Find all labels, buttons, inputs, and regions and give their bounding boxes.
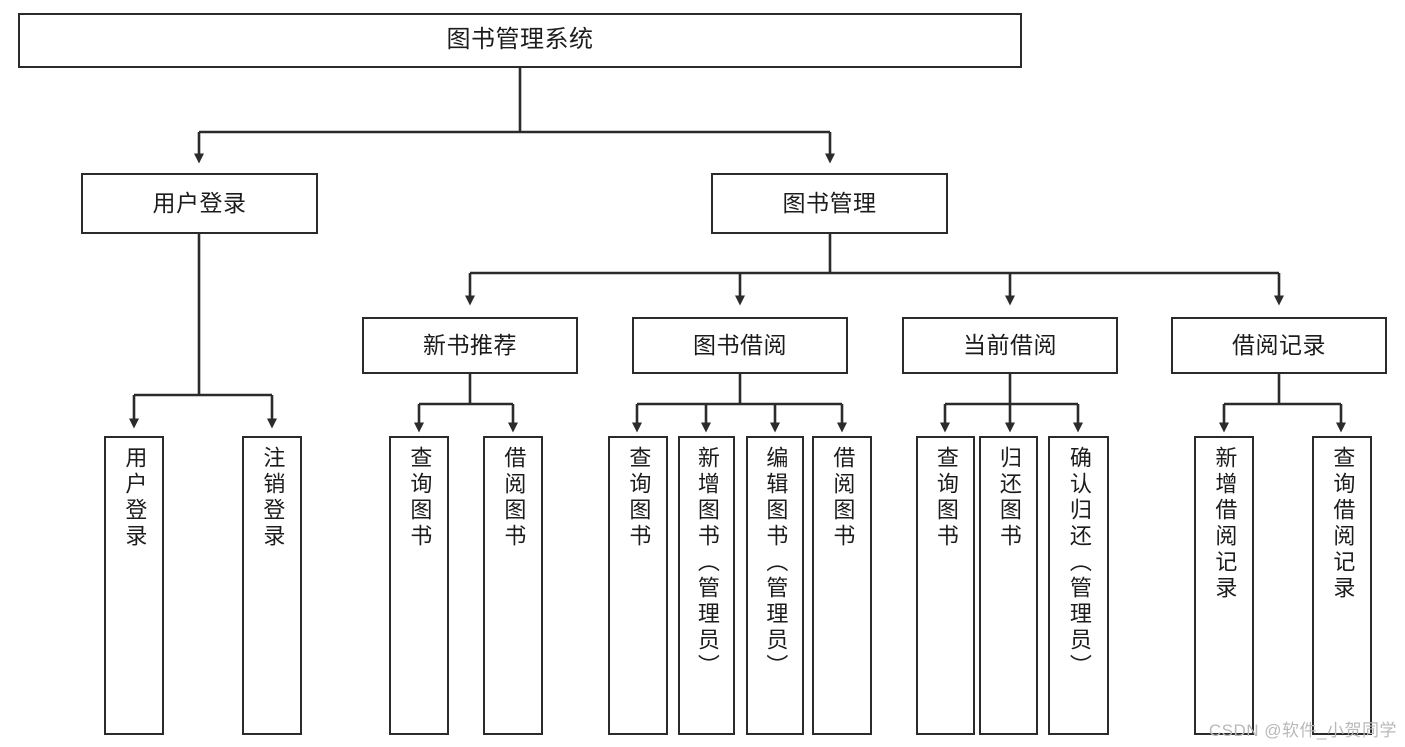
node-root-system[interactable]: 图书管理系统 (18, 13, 1022, 68)
node-leaf-borrow-book-1[interactable]: 借阅图书 (483, 436, 543, 735)
node-label: 图书管理系统 (446, 26, 594, 54)
node-label: 查询借阅记录 (1330, 446, 1356, 602)
node-label: 注销登录 (260, 446, 286, 550)
node-label: 新增借阅记录 (1212, 446, 1238, 602)
node-leaf-user-login[interactable]: 用户登录 (104, 436, 164, 735)
node-label: 确认归还（管理员） (1066, 446, 1092, 680)
node-label: 借阅图书 (501, 446, 527, 550)
node-label: 用户登录 (152, 189, 247, 216)
node-label: 新书推荐 (423, 331, 517, 358)
node-leaf-query-book-3[interactable]: 查询图书 (916, 436, 975, 735)
node-leaf-query-book-1[interactable]: 查询图书 (389, 436, 449, 735)
node-label: 新增图书（管理员） (694, 446, 720, 680)
node-label: 查询图书 (626, 446, 652, 550)
node-borrow-record[interactable]: 借阅记录 (1171, 317, 1387, 374)
node-leaf-query-borrow-record[interactable]: 查询借阅记录 (1312, 436, 1372, 735)
node-label: 图书借阅 (693, 331, 787, 358)
node-label: 查询图书 (407, 446, 433, 550)
node-leaf-add-borrow-record[interactable]: 新增借阅记录 (1194, 436, 1254, 735)
node-user-login[interactable]: 用户登录 (81, 173, 318, 234)
node-leaf-logout-login[interactable]: 注销登录 (242, 436, 302, 735)
node-leaf-add-book-admin[interactable]: 新增图书（管理员） (678, 436, 735, 735)
node-label: 借阅图书 (830, 446, 856, 550)
node-book-borrow[interactable]: 图书借阅 (632, 317, 848, 374)
node-new-book-recommend[interactable]: 新书推荐 (362, 317, 578, 374)
node-label: 编辑图书（管理员） (763, 446, 789, 680)
node-leaf-query-book-2[interactable]: 查询图书 (608, 436, 668, 735)
node-leaf-edit-book-admin[interactable]: 编辑图书（管理员） (746, 436, 804, 735)
node-label: 当前借阅 (963, 331, 1057, 358)
node-label: 归还图书 (996, 446, 1022, 550)
node-label: 图书管理 (782, 189, 877, 216)
csdn-watermark: CSDN @软件_小贺同学 (1208, 721, 1397, 740)
node-book-manage[interactable]: 图书管理 (711, 173, 948, 234)
node-label: 查询图书 (933, 446, 959, 550)
node-current-borrow[interactable]: 当前借阅 (902, 317, 1118, 374)
node-label: 用户登录 (122, 446, 148, 550)
node-leaf-confirm-return-admin[interactable]: 确认归还（管理员） (1048, 436, 1109, 735)
node-leaf-borrow-book-2[interactable]: 借阅图书 (812, 436, 872, 735)
node-label: 借阅记录 (1232, 331, 1326, 358)
node-leaf-return-book[interactable]: 归还图书 (979, 436, 1038, 735)
